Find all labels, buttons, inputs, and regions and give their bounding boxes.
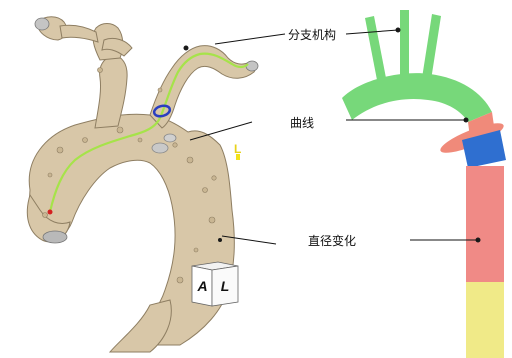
- cube-face-a: A: [193, 273, 212, 299]
- label-diameter: 直径变化: [308, 232, 356, 249]
- marker-l-label: L: [234, 142, 241, 156]
- cube-face-l: L: [214, 273, 236, 299]
- arch: [342, 73, 492, 122]
- label-branch: 分支机构: [288, 26, 336, 43]
- schematic: [342, 10, 507, 358]
- label-curve: 曲线: [290, 114, 314, 131]
